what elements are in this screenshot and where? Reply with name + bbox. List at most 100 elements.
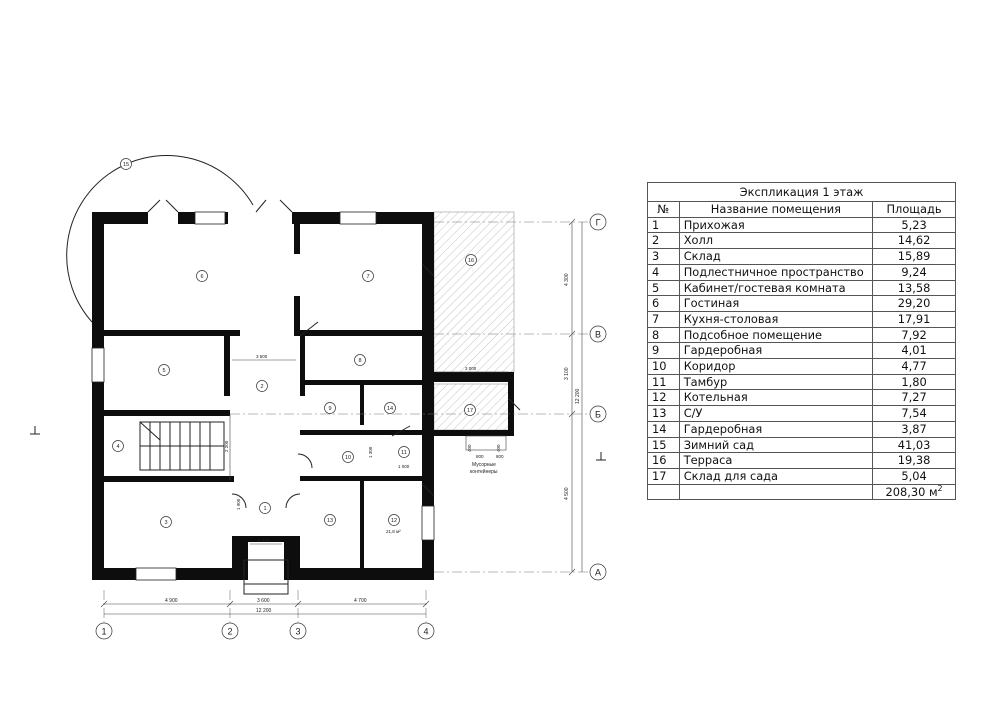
row-area: 3,87: [872, 420, 956, 438]
dim-right-total: 12 200: [575, 388, 581, 404]
room-marker-16: 16: [468, 258, 474, 264]
explication-table: Экспликация 1 этаж № Название помещения …: [647, 182, 956, 501]
row-name: Подсобное помещение: [678, 326, 874, 344]
row-name: С/У: [678, 405, 874, 422]
floor-plan: 4 900 3 600 4 700 12 200 4 300 3 100 4 5…: [30, 155, 607, 640]
row-name: Гостиная: [678, 295, 874, 312]
row-name: Гардеробная: [678, 342, 874, 360]
row-num: 10: [647, 358, 680, 375]
room-marker-9: 9: [328, 406, 331, 412]
row-name: Холл: [678, 232, 874, 250]
row-area: 7,92: [872, 326, 956, 344]
dimension-lines-right: 4 300 3 100 4 500 12 200: [564, 218, 583, 576]
row-num: 11: [647, 373, 680, 391]
row-area: 9,24: [872, 263, 956, 281]
dim-inner-terrace: 3 000: [465, 366, 477, 371]
room-marker-17: 17: [467, 408, 473, 414]
row-area: 5,23: [872, 216, 956, 234]
dim-inner-hall: 3 500: [256, 354, 268, 359]
row-num: 5: [647, 279, 680, 297]
dim-bottom-2: 3 600: [257, 598, 270, 604]
bins-label-2: контейнеры: [470, 468, 498, 475]
dim-bins-2: 800: [476, 454, 484, 459]
row-name: Склад: [678, 248, 874, 265]
room-marker-1: 1: [263, 506, 266, 512]
room-markers: 1 2 3 4 5 6 7 8 9 10 11 12 13 14 15 16 1…: [112, 158, 477, 534]
row-area: 1,80: [872, 373, 956, 391]
row-area: 5,04: [872, 467, 956, 485]
dimension-lines-bottom: 4 900 3 600 4 700 12 200: [100, 598, 430, 615]
row-num: 4: [647, 263, 680, 281]
row-area: 13,58: [872, 279, 956, 297]
row-area: 41,03: [872, 436, 956, 454]
room-marker-13: 13: [327, 518, 333, 524]
row-name: Зимний сад: [678, 436, 874, 454]
dim-right-1: 4 300: [564, 273, 570, 286]
dim-bottom-total: 12 200: [256, 608, 272, 614]
row-name: Коридор: [678, 358, 874, 375]
header-name: Название помещения: [678, 201, 874, 218]
room-marker-3: 3: [164, 520, 167, 526]
room-marker-2: 2: [260, 384, 263, 390]
row-name: Прихожая: [678, 216, 874, 234]
interior-walls: [104, 224, 422, 568]
total-area-unit-sup: 2: [937, 483, 943, 493]
row-area: 7,27: [872, 389, 956, 407]
axis-4-label: 4: [423, 627, 428, 637]
table-total-row: 208,30 м2: [647, 483, 956, 501]
row-num: 8: [647, 326, 680, 344]
dim-bottom-3: 4 700: [354, 598, 367, 604]
dim-bins-4: 400: [496, 444, 501, 452]
entry-porch: [243, 559, 289, 595]
total-area-value: 208,30 м: [885, 484, 938, 499]
row-area: 4,77: [872, 358, 956, 375]
row-name: Кабинет/гостевая комната: [678, 279, 874, 297]
windows: [91, 211, 435, 581]
row-area: 17,91: [872, 310, 956, 328]
row-num: 3: [647, 248, 680, 265]
dim-inner-porch: 1 000: [258, 538, 270, 543]
room-marker-11: 11: [401, 450, 407, 456]
axis-3-label: 3: [295, 627, 300, 637]
row-num: 16: [647, 452, 680, 469]
axis-markers-horizontal: Г В Б А: [589, 213, 607, 581]
dim-bins-1: 400: [467, 444, 472, 452]
axis-v-label: В: [595, 330, 601, 340]
row-name: Гардеробная: [678, 420, 874, 438]
room-marker-14: 14: [387, 406, 393, 412]
staircase: [139, 421, 225, 471]
total-empty-2: [678, 483, 874, 501]
room-marker-15: 15: [123, 162, 129, 168]
inner-dimensions: 3 500 3 000 1 000 2 200 1 900 1 300 1 00…: [224, 354, 508, 545]
row-area: 19,38: [872, 452, 956, 469]
row-name: Склад для сада: [678, 467, 874, 485]
row-area: 15,89: [872, 248, 956, 265]
dim-inner-corridor: 1 300: [368, 446, 373, 458]
dim-inner-entry: 1 900: [236, 498, 241, 510]
row-area: 7,54: [872, 405, 956, 422]
terrace-hatch: [433, 211, 515, 373]
room-marker-4: 4: [116, 444, 119, 450]
row-num: 2: [647, 232, 680, 250]
row-num: 13: [647, 405, 680, 422]
axis-2-label: 2: [227, 627, 232, 637]
row-area: 4,01: [872, 342, 956, 360]
row-num: 15: [647, 436, 680, 454]
row-num: 1: [647, 216, 680, 234]
row-name: Тамбур: [678, 373, 874, 391]
doors: [147, 199, 521, 509]
row-num: 9: [647, 342, 680, 360]
